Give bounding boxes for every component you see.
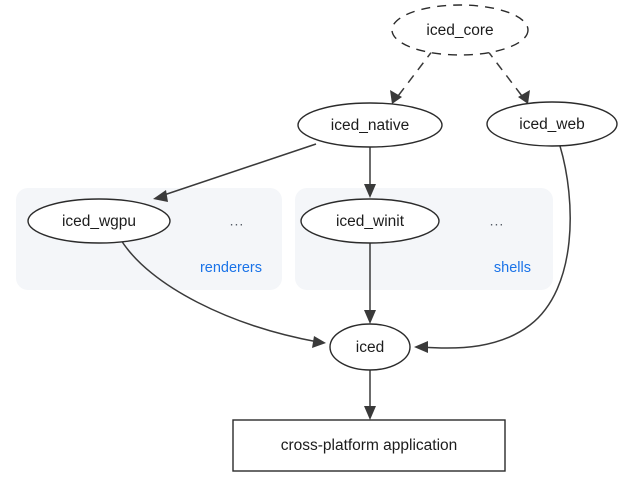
edge-iced-native-to-iced-wgpu	[153, 143, 317, 202]
node-iced-core[interactable]: iced_core	[391, 4, 529, 56]
edge-iced-native-to-iced-wgpu-line	[157, 143, 317, 198]
node-iced[interactable]: iced	[329, 323, 411, 371]
edge-iced-core-to-iced-web	[486, 49, 530, 104]
node-cross-platform-application[interactable]: cross-platform application	[232, 419, 506, 472]
edge-iced-to-application-arrowhead	[364, 406, 376, 420]
node-iced-winit-label: iced_winit	[336, 213, 405, 230]
node-iced-native-shape[interactable]	[297, 102, 443, 148]
edge-iced-wgpu-to-iced-arrowhead	[312, 336, 326, 348]
edge-iced-core-to-iced-native-line	[394, 49, 434, 101]
edge-iced-web-to-iced-arrowhead	[414, 341, 428, 353]
edge-iced-winit-to-iced-arrowhead	[364, 310, 376, 324]
node-cross-platform-application-label: cross-platform application	[281, 437, 458, 454]
node-iced-wgpu-label: iced_wgpu	[62, 213, 136, 230]
node-iced-native-label: iced_native	[331, 117, 409, 134]
cluster-shells-ellipsis: ...	[490, 213, 505, 229]
edge-iced-native-to-iced-winit-arrowhead	[364, 184, 376, 198]
edge-iced-core-to-iced-web-line	[486, 49, 526, 101]
node-cross-platform-application-shape[interactable]	[232, 419, 506, 472]
edge-iced-core-to-iced-web-arrowhead	[518, 90, 530, 104]
node-iced-wgpu-shape[interactable]	[27, 198, 171, 244]
cluster-renderers-ellipsis: ...	[230, 213, 245, 229]
edge-iced-native-to-iced-wgpu-arrowhead	[153, 190, 168, 202]
edge-iced-wgpu-to-iced-line	[120, 239, 319, 343]
edge-iced-wgpu-to-iced	[120, 239, 326, 348]
edge-iced-core-to-iced-native-arrowhead	[390, 90, 402, 104]
edge-iced-web-to-iced	[414, 145, 571, 353]
node-iced-winit[interactable]: iced_winit	[300, 198, 440, 244]
node-iced-web-label: iced_web	[519, 116, 585, 133]
node-iced-native[interactable]: iced_native	[297, 102, 443, 148]
node-iced-core-shape[interactable]	[391, 4, 529, 56]
node-iced-core-label: iced_core	[426, 22, 493, 39]
edge-iced-winit-to-iced	[364, 243, 376, 324]
node-iced-web-shape[interactable]	[486, 101, 618, 147]
node-iced-wgpu[interactable]: iced_wgpu	[27, 198, 171, 244]
node-iced-winit-shape[interactable]	[300, 198, 440, 244]
edge-iced-web-to-iced-line	[421, 145, 571, 349]
edge-iced-to-application	[364, 370, 376, 420]
edge-iced-core-to-iced-native	[390, 49, 434, 104]
node-iced-web[interactable]: iced_web	[486, 101, 618, 147]
cluster-renderers-label: renderers	[200, 260, 262, 276]
cluster-shells-label: shells	[494, 260, 531, 276]
node-iced-label: iced	[356, 339, 384, 356]
node-iced-shape[interactable]	[329, 323, 411, 371]
edge-iced-native-to-iced-winit	[364, 147, 376, 198]
